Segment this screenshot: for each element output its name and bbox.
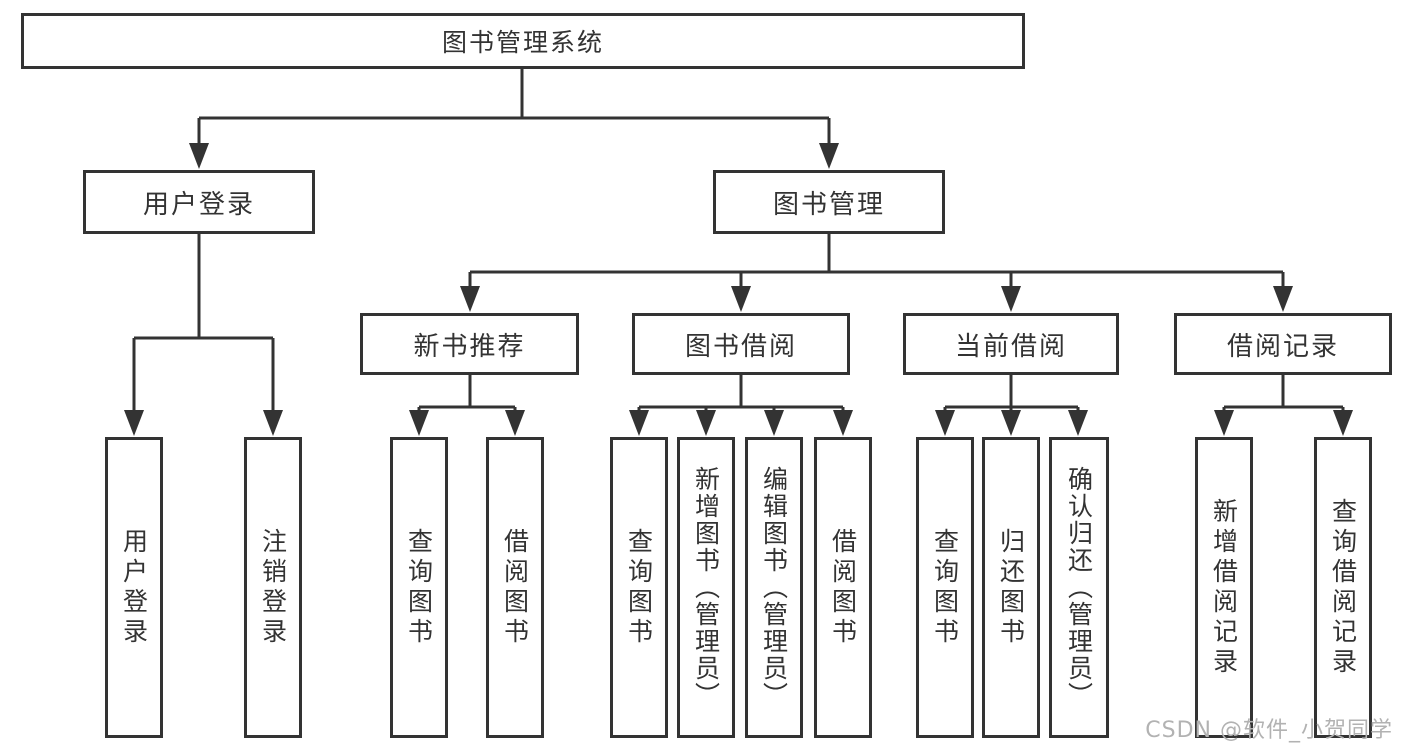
node-book-borrowing: 图书借阅: [632, 313, 850, 375]
leaf-query-books-1: 查询图书: [390, 437, 448, 738]
leaf-edit-books-admin: 编辑图书（管理员）: [745, 437, 803, 738]
node-user-login: 用户登录: [83, 170, 315, 234]
csdn-watermark: CSDN @软件_小贺同学: [1145, 718, 1393, 743]
leaf-logout: 注销登录: [244, 437, 302, 738]
leaf-borrow-books-1: 借阅图书: [486, 437, 544, 738]
arrowhead-icons: [124, 143, 1353, 436]
leaf-add-borrow-record: 新增借阅记录: [1195, 437, 1253, 738]
leaf-borrow-books-2: 借阅图书: [814, 437, 872, 738]
leaf-user-login: 用户登录: [105, 437, 163, 738]
node-current-borrowing: 当前借阅: [903, 313, 1119, 375]
leaf-query-borrow-record: 查询借阅记录: [1314, 437, 1372, 738]
leaf-return-books: 归还图书: [982, 437, 1040, 738]
leaf-confirm-return-admin: 确认归还（管理员）: [1049, 437, 1109, 738]
node-book-management: 图书管理: [713, 170, 945, 234]
node-borrow-records: 借阅记录: [1174, 313, 1392, 375]
leaf-query-books-3: 查询图书: [916, 437, 974, 738]
node-library-management-system: 图书管理系统: [21, 13, 1025, 69]
node-new-book-recommend: 新书推荐: [360, 313, 579, 375]
leaf-add-books-admin: 新增图书（管理员）: [677, 437, 735, 738]
leaf-query-books-2: 查询图书: [610, 437, 668, 738]
